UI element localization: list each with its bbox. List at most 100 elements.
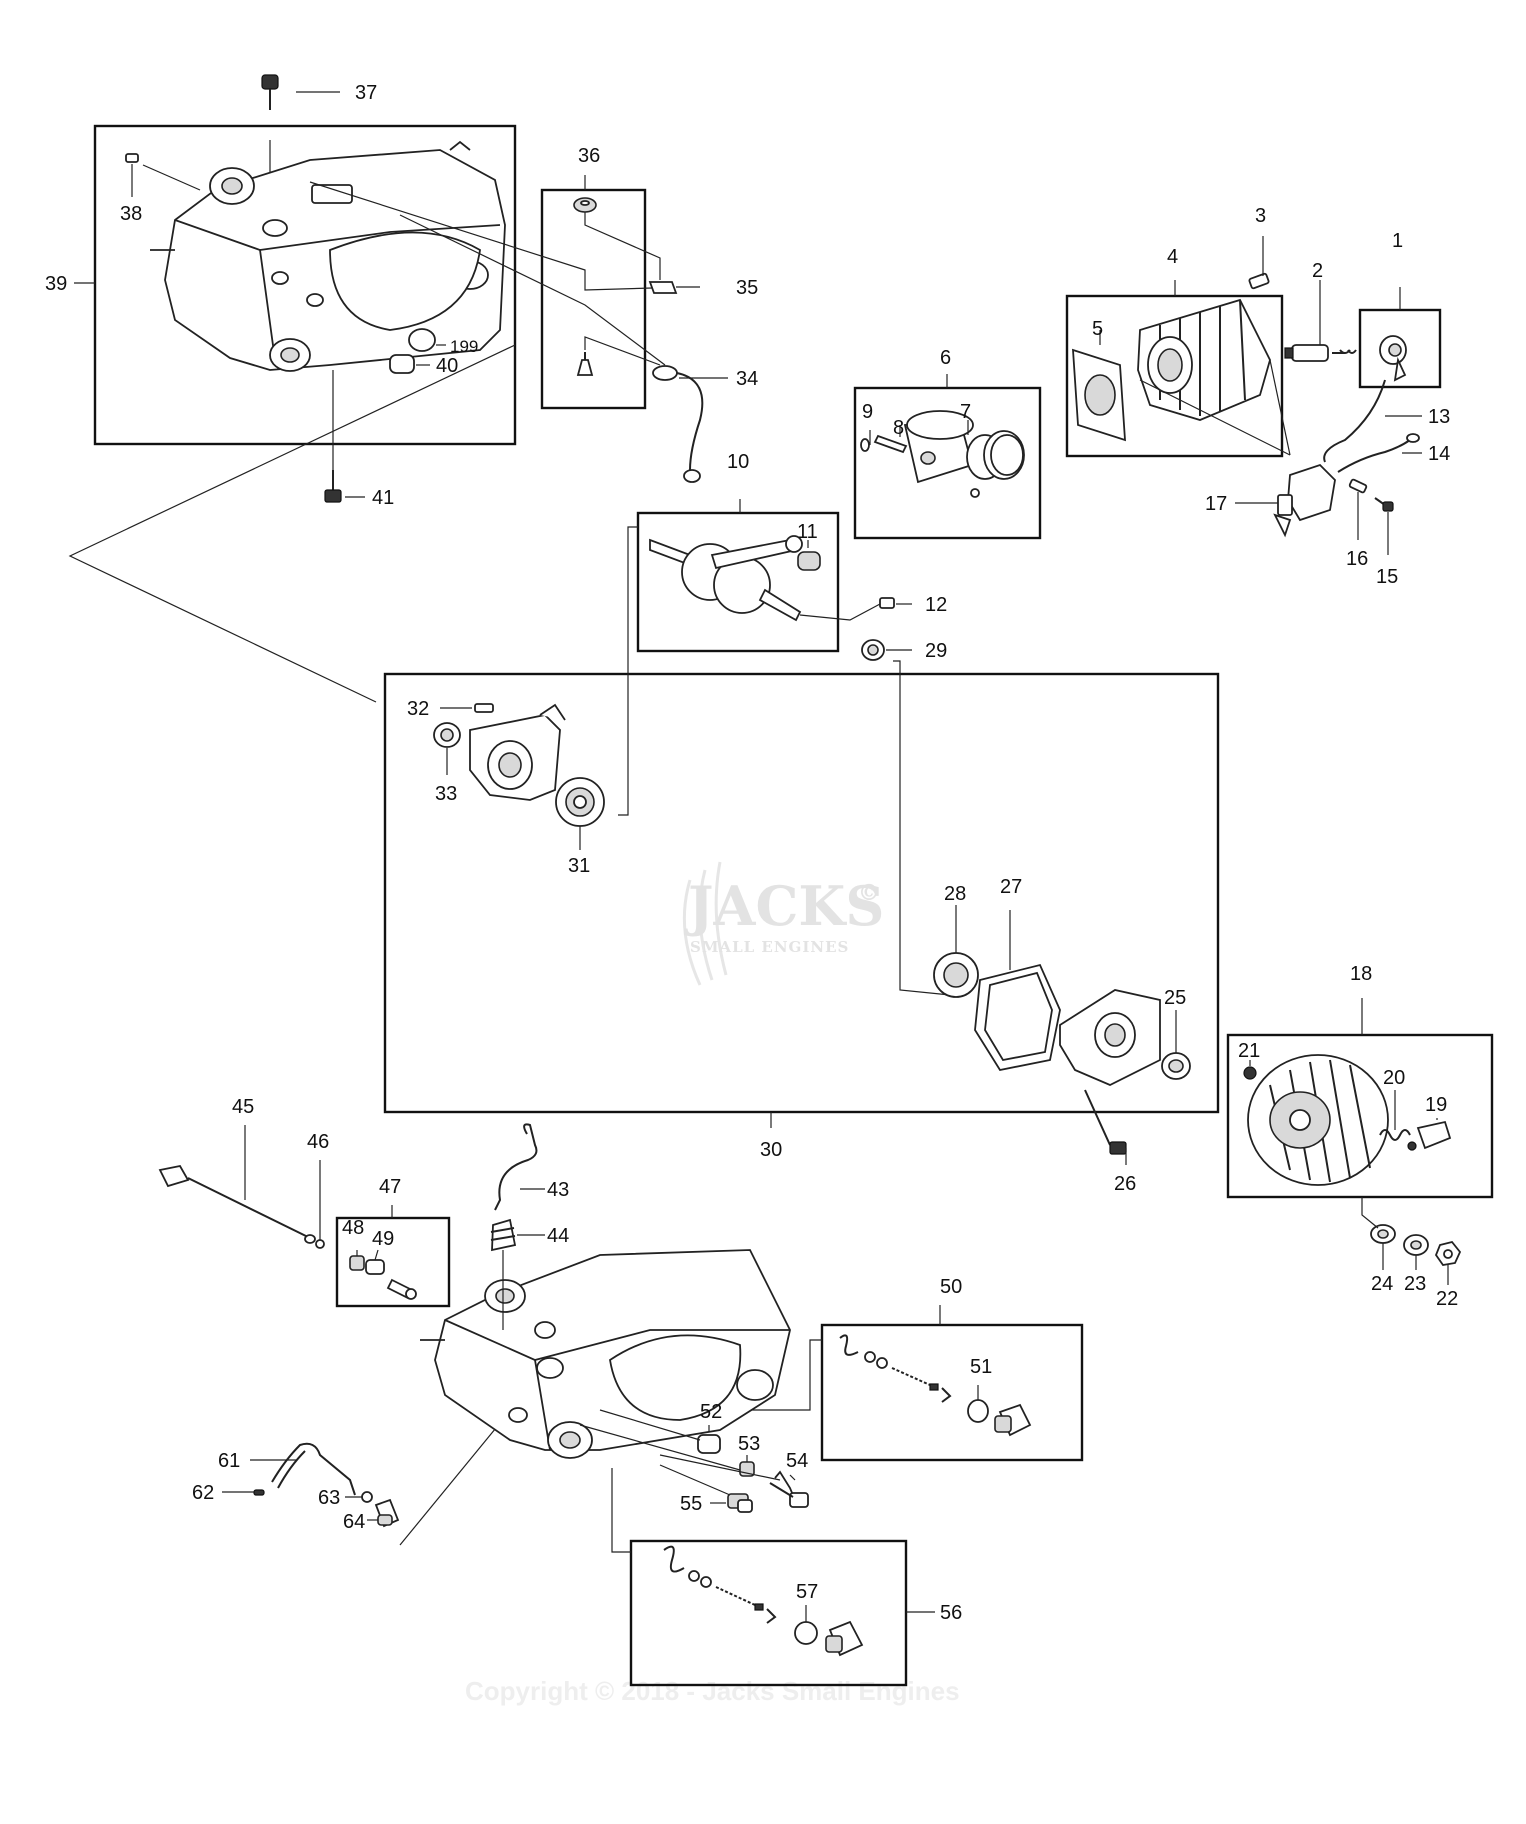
- washer-24: [1370, 1224, 1396, 1244]
- callout-40: 40: [436, 355, 458, 377]
- plug-199: [408, 328, 436, 352]
- nut-21: [1243, 1066, 1257, 1080]
- callout-33: 33: [435, 783, 457, 805]
- leader-34-housing: [399, 214, 666, 366]
- callout-45: 45: [232, 1096, 254, 1118]
- spring-20: [1379, 1129, 1411, 1141]
- watermark: JACKS SMALL ENGINES © Copyright © 2018 -…: [465, 861, 960, 1706]
- piston: [903, 410, 980, 498]
- box-50: [820, 1323, 1084, 1462]
- connector-50: [750, 1339, 822, 1411]
- box-30-crankcase: [383, 672, 1220, 1114]
- leader-12: [799, 603, 881, 621]
- washer-46: [315, 1239, 325, 1249]
- oil-pump-assembly-56: [663, 1545, 864, 1657]
- cylinder-4: [1137, 298, 1271, 421]
- callout-14: 14: [1428, 443, 1450, 465]
- box-10-crankshaft: [636, 511, 840, 653]
- bellows-44: [490, 1218, 517, 1252]
- callout-35: 35: [736, 277, 758, 299]
- washer-23: [1403, 1234, 1429, 1256]
- callout-26: 26: [1114, 1173, 1136, 1195]
- bearing-28: [933, 952, 979, 998]
- callout-3: 3: [1255, 205, 1266, 227]
- spring-48: [349, 1255, 365, 1271]
- leader-36-35: [584, 212, 661, 280]
- callout-11: 11: [797, 521, 818, 543]
- callout-12: 12: [925, 594, 947, 616]
- callout-53: 53: [738, 1433, 760, 1455]
- callout-62: 62: [192, 1482, 214, 1504]
- callout-27: 27: [1000, 876, 1022, 898]
- leader-35-housing: [309, 181, 653, 291]
- o-ring-57: [794, 1621, 818, 1645]
- piston-pin-8: [873, 434, 908, 454]
- callout-32: 32: [407, 698, 429, 720]
- watermark-logo: JACKS: [684, 874, 884, 938]
- bolt-54: [769, 1470, 809, 1508]
- callout-25: 25: [1164, 987, 1186, 1009]
- oil-line-43: [494, 1123, 538, 1211]
- callout-4: 4: [1167, 246, 1178, 268]
- leader-lines: [74, 91, 1449, 1622]
- callout-15: 15: [1376, 566, 1398, 588]
- callout-51: 51: [970, 1356, 992, 1378]
- callout-8: 8: [893, 417, 904, 439]
- bolt-3: [1248, 272, 1270, 290]
- connector-lines: [68, 140, 1401, 1553]
- plug-52: [697, 1434, 721, 1454]
- callout-29: 29: [925, 640, 947, 662]
- crankshaft-10: [649, 535, 803, 622]
- leader-54: [789, 1474, 796, 1481]
- connector-10-to-31: [618, 526, 638, 816]
- connector-56: [611, 1468, 631, 1553]
- screw-37: [261, 74, 279, 110]
- nut-22: [1434, 1240, 1462, 1266]
- leader-55-housing: [659, 1464, 731, 1496]
- wire-14: [1337, 433, 1420, 473]
- spacer-16: [1348, 478, 1368, 494]
- lead-13: [1323, 379, 1386, 463]
- plug-cap-1: [1379, 335, 1407, 382]
- plug-55: [727, 1493, 753, 1513]
- callout-28: 28: [944, 883, 966, 905]
- spark-plug-2: [1284, 344, 1357, 362]
- callout-6: 6: [940, 347, 951, 369]
- callout-31: 31: [568, 855, 590, 877]
- pin-49: [365, 1259, 417, 1300]
- callout-61: 61: [218, 1450, 240, 1472]
- callout-19: 19: [1425, 1094, 1447, 1116]
- screw-41: [324, 470, 342, 503]
- oil-pump-assembly-50: [839, 1334, 1032, 1437]
- callout-43: 43: [547, 1179, 569, 1201]
- circlip-9: [860, 438, 870, 452]
- leader-53-housing: [579, 1424, 741, 1471]
- crankcase-housing-top: [150, 140, 506, 372]
- callout-37: 37: [355, 82, 377, 104]
- washer-36: [573, 197, 597, 213]
- callout-21: 21: [1238, 1040, 1260, 1062]
- pin-62: [253, 1489, 265, 1496]
- pin-38: [125, 153, 139, 163]
- callout-38: 38: [120, 203, 142, 225]
- callout-44: 44: [547, 1225, 569, 1247]
- callout-10: 10: [727, 451, 749, 473]
- callout-7: 7: [960, 401, 971, 423]
- oil-seal-29: [861, 639, 885, 661]
- leader-24-flywheel: [1361, 1197, 1379, 1229]
- grommet-36b: [576, 352, 594, 376]
- rod-45: [158, 1164, 316, 1244]
- key-12: [879, 597, 895, 609]
- box-36: [540, 188, 647, 410]
- callout-24: 24: [1371, 1273, 1393, 1295]
- connector-29-to-28: [893, 660, 951, 996]
- box-18-flywheel: [1226, 1033, 1494, 1199]
- callout-63: 63: [318, 1487, 340, 1509]
- oil-seal-25: [1161, 1052, 1191, 1080]
- callout-50: 50: [940, 1276, 962, 1298]
- callout-5: 5: [1092, 318, 1103, 340]
- callout-23: 23: [1404, 1273, 1426, 1295]
- callout-22: 22: [1436, 1288, 1458, 1310]
- callout-47: 47: [379, 1176, 401, 1198]
